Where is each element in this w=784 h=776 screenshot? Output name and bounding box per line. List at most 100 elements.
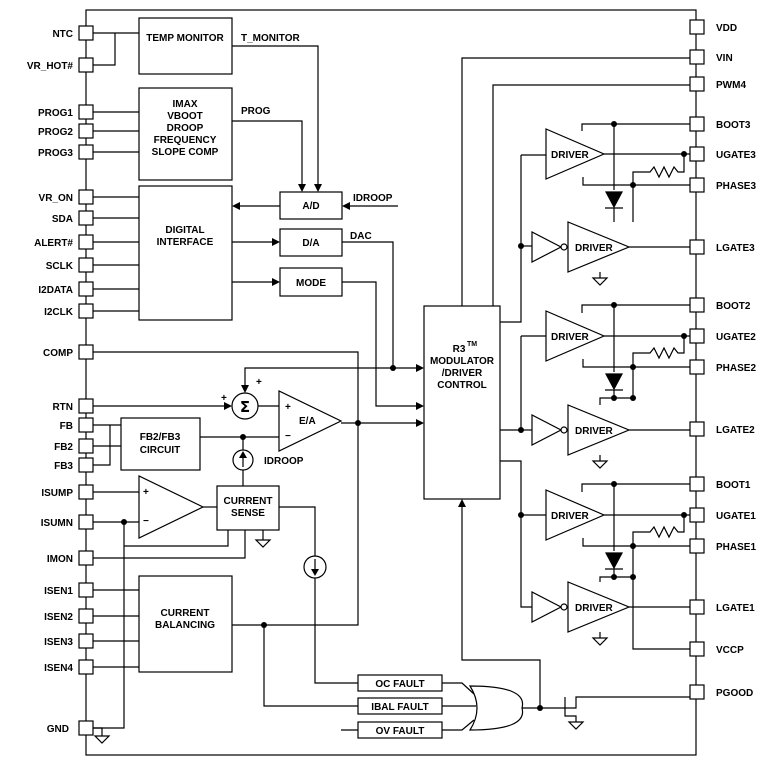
pin-prog2 xyxy=(78,123,94,139)
fb-circuit-block: FB2/FB3 CIRCUIT xyxy=(120,417,201,471)
pin-i2clk xyxy=(78,303,94,319)
signal-t-monitor: T_MONITOR xyxy=(241,33,300,44)
pin-label-i2data: I2DATA xyxy=(38,285,73,296)
pin-isen2 xyxy=(78,608,94,624)
pin-vin xyxy=(689,49,705,65)
pin-pwm4 xyxy=(689,76,705,92)
pin-isumn xyxy=(78,514,94,530)
right-pins: VDD VIN PWM4 BOOT3 UGATE3 PHASE3 LGATE3 … xyxy=(689,19,756,700)
pin-label-fb2: FB2 xyxy=(54,442,73,453)
pin-fb xyxy=(78,417,94,433)
pin-label-isen1: ISEN1 xyxy=(44,586,73,597)
pin-label-vr-hot: VR_HOT# xyxy=(27,61,74,72)
r3-line1: MODULATOR xyxy=(430,356,495,367)
oc-fault-block: OC FAULT xyxy=(357,674,443,692)
pin-label-prog2: PROG2 xyxy=(38,127,73,138)
pin-isen1 xyxy=(78,582,94,598)
pin-label-alert: ALERT# xyxy=(34,238,73,249)
pin-phase2 xyxy=(689,359,705,375)
pin-label-ugate1: UGATE1 xyxy=(716,511,756,522)
pin-label-vccp: VCCP xyxy=(716,645,744,656)
pin-i2data xyxy=(78,281,94,297)
sum-plus-left: + xyxy=(221,393,227,404)
pin-ugate1 xyxy=(689,507,705,523)
pin-boot1 xyxy=(689,476,705,492)
pin-prog3 xyxy=(78,144,94,160)
driver-3-high-label: DRIVER xyxy=(551,150,590,161)
sum-symbol: Σ xyxy=(240,398,250,416)
ov-fault-label: OV FAULT xyxy=(376,726,425,737)
pin-label-vin: VIN xyxy=(716,53,733,64)
pin-gnd xyxy=(78,720,94,736)
current-sense-block: CURRENT SENSE xyxy=(216,485,280,531)
signal-idroop-source: IDROOP xyxy=(264,456,304,467)
pin-label-fb3: FB3 xyxy=(54,461,73,472)
pin-label-fb: FB xyxy=(60,421,73,432)
or-gate xyxy=(468,685,524,731)
pin-vccp xyxy=(689,641,705,657)
pin-boot3 xyxy=(689,116,705,132)
signal-idroop-ad: IDROOP xyxy=(353,193,393,204)
pin-label-isen3: ISEN3 xyxy=(44,637,73,648)
prog-line-imax: IMAX xyxy=(173,99,198,110)
pin-label-phase2: PHASE2 xyxy=(716,363,756,374)
ibal-fault-label: IBAL FAULT xyxy=(371,702,428,713)
pin-isen3 xyxy=(78,633,94,649)
pin-label-boot1: BOOT1 xyxy=(716,480,751,491)
pin-label-phase1: PHASE1 xyxy=(716,542,756,553)
digital-interface-line2: INTERFACE xyxy=(157,237,214,248)
ad-block: A/D xyxy=(279,191,343,220)
r3-title: R3 xyxy=(453,344,466,355)
pin-label-lgate2: LGATE2 xyxy=(716,425,755,436)
summing-node: Σ + + xyxy=(221,377,262,420)
sense-amplifier: + − xyxy=(138,475,205,539)
pin-label-boot3: BOOT3 xyxy=(716,120,751,131)
pin-label-isump: ISUMP xyxy=(41,488,73,499)
pin-phase3 xyxy=(689,177,705,193)
pin-label-ntc: NTC xyxy=(52,29,73,40)
digital-interface-block: DIGITAL INTERFACE xyxy=(138,185,233,321)
driver-1-low-label: DRIVER xyxy=(575,603,614,614)
pin-label-comp: COMP xyxy=(43,348,73,359)
driver-2-high-label: DRIVER xyxy=(551,332,590,343)
error-amplifier: E/A + − xyxy=(278,390,343,452)
signal-prog: PROG xyxy=(241,106,271,117)
prog-line-droop: DROOP xyxy=(167,123,204,134)
sense-amp-plus: + xyxy=(143,487,149,498)
current-balancing-block: CURRENT BALANCING xyxy=(138,575,233,673)
pin-vr-hot xyxy=(78,57,94,73)
ibal-fault-block: IBAL FAULT xyxy=(357,697,443,715)
pin-phase1 xyxy=(689,538,705,554)
pin-fb2 xyxy=(78,438,94,454)
current-balancing-line2: BALANCING xyxy=(155,620,215,631)
mode-block: MODE xyxy=(279,267,343,297)
pin-label-pwm4: PWM4 xyxy=(716,80,746,91)
fb-circuit-line2: CIRCUIT xyxy=(140,445,181,456)
pin-lgate1 xyxy=(689,599,705,615)
pin-alert xyxy=(78,234,94,250)
pin-imon xyxy=(78,550,94,566)
ea-label: E/A xyxy=(299,416,316,427)
chip-outline xyxy=(85,9,697,756)
oc-current-source xyxy=(303,555,327,579)
current-sense-line1: CURRENT xyxy=(224,496,273,507)
prog-line-slope-comp: SLOPE COMP xyxy=(152,147,219,158)
pin-lgate2 xyxy=(689,421,705,437)
prog-line-frequency: FREQUENCY xyxy=(154,135,217,146)
pin-label-vr-on: VR_ON xyxy=(39,193,73,204)
r3-line3: CONTROL xyxy=(437,380,486,391)
pin-sclk xyxy=(78,257,94,273)
idroop-current-source xyxy=(232,449,254,471)
signal-dac: DAC xyxy=(350,231,372,242)
pin-label-vdd: VDD xyxy=(716,23,737,34)
current-balancing-line1: CURRENT xyxy=(161,608,210,619)
pin-boot2 xyxy=(689,297,705,313)
pin-label-isen4: ISEN4 xyxy=(44,663,73,674)
pin-label-phase3: PHASE3 xyxy=(716,181,756,192)
oc-fault-label: OC FAULT xyxy=(375,679,424,690)
ov-fault-block: OV FAULT xyxy=(357,721,443,739)
pin-pgood xyxy=(689,684,705,700)
pin-sda xyxy=(78,210,94,226)
pin-ugate3 xyxy=(689,146,705,162)
